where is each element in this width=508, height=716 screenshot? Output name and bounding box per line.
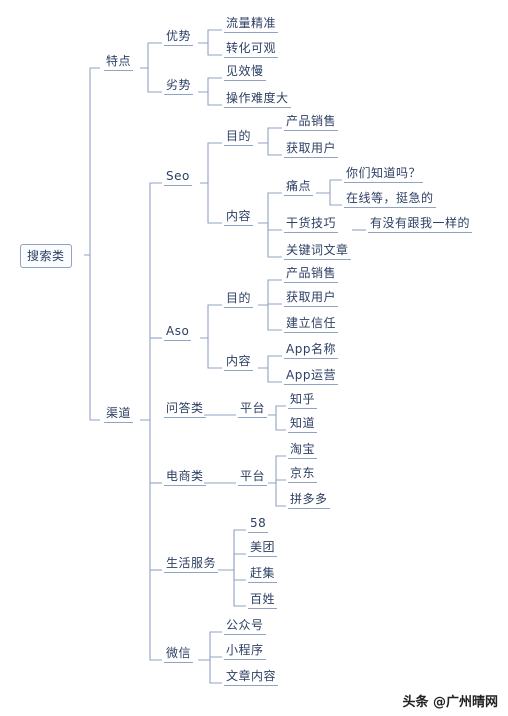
leaf-seo-ganhuo-note[interactable]: 有没有跟我一样的 [368, 216, 473, 233]
leaf-shenghuo-3[interactable]: 赶集 [248, 566, 278, 583]
leaf-wenda-2[interactable]: 知道 [288, 416, 318, 433]
leaf-dianshang-2[interactable]: 京东 [288, 466, 318, 483]
leaf-youshi-2[interactable]: 转化可观 [224, 41, 279, 58]
branch-seo-mudi[interactable]: 目的 [224, 129, 254, 146]
leaf-dianshang-1[interactable]: 淘宝 [288, 442, 318, 459]
leaf-weixin-1[interactable]: 公众号 [224, 618, 266, 635]
leaf-youshi-1[interactable]: 流量精准 [224, 16, 279, 33]
leaf-seo-mudi-1[interactable]: 产品销售 [284, 114, 339, 131]
leaf-aso-neirong-2[interactable]: App运营 [284, 368, 338, 385]
leaf-shenghuo-1[interactable]: 58 [248, 516, 269, 533]
leaf-dianshang-3[interactable]: 拼多多 [288, 492, 330, 509]
leaf-aso-mudi-1[interactable]: 产品销售 [284, 266, 339, 283]
leaf-aso-mudi-2[interactable]: 获取用户 [284, 290, 339, 307]
leaf-seo-tedian-1[interactable]: 你们知道吗？ [344, 166, 424, 183]
branch-aso[interactable]: Aso [164, 324, 192, 341]
watermark-text: 头条 @广州晴网 [402, 695, 498, 710]
leaf-weixin-2[interactable]: 小程序 [224, 643, 266, 660]
branch-seo-tedian[interactable]: 痛点 [284, 179, 314, 196]
leaf-seo-mudi-2[interactable]: 获取用户 [284, 141, 339, 158]
branch-youshi[interactable]: 优势 [164, 29, 194, 46]
leaf-seo-ganhuo[interactable]: 干货技巧 [284, 216, 339, 233]
branch-aso-neirong[interactable]: 内容 [224, 354, 254, 371]
branch-dianshang[interactable]: 电商类 [164, 469, 206, 486]
leaf-weixin-3[interactable]: 文章内容 [224, 669, 279, 686]
leaf-lieshi-2[interactable]: 操作难度大 [224, 91, 291, 108]
leaf-wenda-1[interactable]: 知乎 [288, 392, 318, 409]
watermark: 头条 @广州晴网 [402, 691, 498, 710]
branch-seo-neirong[interactable]: 内容 [224, 209, 254, 226]
leaf-seo-tedian-2[interactable]: 在线等，挺急的 [344, 191, 436, 208]
leaf-seo-guanjianci[interactable]: 关键词文章 [284, 243, 351, 260]
leaf-aso-mudi-3[interactable]: 建立信任 [284, 316, 339, 333]
branch-dianshang-pingtai[interactable]: 平台 [238, 469, 268, 486]
leaf-lieshi-1[interactable]: 见效慢 [224, 64, 266, 81]
leaf-shenghuo-2[interactable]: 美团 [248, 540, 278, 557]
branch-weixin[interactable]: 微信 [164, 646, 194, 663]
branch-aso-mudi[interactable]: 目的 [224, 291, 254, 308]
branch-lieshi[interactable]: 劣势 [164, 78, 194, 95]
branch-tedian[interactable]: 特点 [104, 54, 134, 71]
branch-qudao[interactable]: 渠道 [104, 406, 134, 423]
branch-shenghuo[interactable]: 生活服务 [164, 556, 219, 573]
leaf-shenghuo-4[interactable]: 百姓 [248, 592, 278, 609]
branch-seo[interactable]: Seo [164, 169, 192, 186]
root-node[interactable]: 搜索类 [20, 244, 72, 268]
branch-wenda-pingtai[interactable]: 平台 [238, 401, 268, 418]
leaf-aso-neirong-1[interactable]: App名称 [284, 342, 338, 359]
branch-wenda[interactable]: 问答类 [164, 401, 206, 418]
